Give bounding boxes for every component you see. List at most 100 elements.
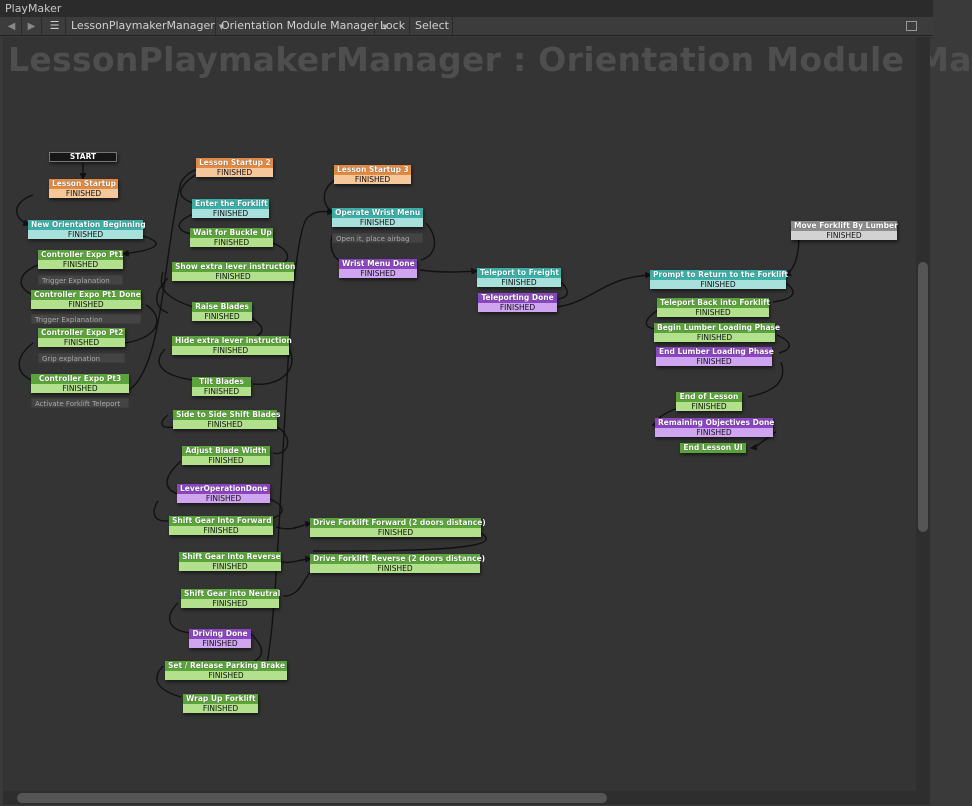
state-event[interactable]: FINISHED <box>196 168 273 177</box>
state-node[interactable]: Drive Forklift Reverse (2 doors distance… <box>310 554 485 573</box>
state-event[interactable]: FINISHED <box>31 384 129 393</box>
state-node[interactable]: Move Forklift By Lumber FINISHED <box>791 221 898 240</box>
state-name: Lesson Startup 2 <box>196 158 273 168</box>
state-name: Wait for Buckle Up <box>190 228 273 238</box>
state-node[interactable]: End Lesson UI <box>680 443 746 453</box>
state-node[interactable]: Wait for Buckle Up FINISHED <box>190 228 273 247</box>
menu-button[interactable]: ☰ <box>44 17 66 35</box>
state-node[interactable]: Show extra lever instruction FINISHED <box>172 262 295 281</box>
state-node[interactable]: Drive Forklift Forward (2 doors distance… <box>310 518 486 537</box>
horizontal-scroll-thumb[interactable] <box>17 793 607 803</box>
hamburger-icon: ☰ <box>49 19 60 32</box>
state-event[interactable]: FINISHED <box>172 272 294 281</box>
fsm-dropdown[interactable]: Orientation Module Manager▼ <box>216 17 388 35</box>
horizontal-scrollbar[interactable] <box>3 791 916 805</box>
state-event[interactable]: FINISHED <box>38 260 123 269</box>
panel-settings-button[interactable] <box>900 17 922 35</box>
state-node[interactable]: Shift Gear Into Forward FINISHED <box>169 516 273 535</box>
state-node[interactable]: Teleport to Freight FINISHED <box>477 268 561 287</box>
state-event[interactable]: FINISHED <box>339 269 417 278</box>
state-name: Controller Expo Pt1 <box>38 250 123 260</box>
state-event[interactable]: FINISHED <box>28 230 143 239</box>
right-triangle-icon: ▶ <box>27 21 36 32</box>
state-event[interactable]: FINISHED <box>332 218 423 227</box>
fsm-graph-canvas[interactable]: LessonPlaymakerManager : Orientation Mod… <box>3 37 972 791</box>
state-event[interactable]: FINISHED <box>173 420 277 429</box>
state-event[interactable]: FINISHED <box>192 387 251 396</box>
window-title: PlayMaker <box>0 0 933 17</box>
state-event[interactable]: FINISHED <box>657 308 769 317</box>
state-node[interactable]: Driving Done FINISHED <box>189 629 251 648</box>
state-event[interactable]: FINISHED <box>182 456 270 465</box>
scroll-corner <box>916 791 930 805</box>
state-node[interactable]: New Orientation Beginning FINISHED <box>28 220 146 239</box>
state-node[interactable]: Wrap Up Forklift FINISHED <box>183 694 258 713</box>
state-node[interactable]: Lesson Startup 3 FINISHED <box>334 165 411 184</box>
state-name: Teleport Back into Forklift <box>657 298 770 308</box>
state-node[interactable]: Tilt Blades FINISHED <box>192 377 251 396</box>
state-event[interactable]: FINISHED <box>177 494 270 503</box>
state-event[interactable]: FINISHED <box>192 312 252 321</box>
state-node[interactable]: Operate Wrist Menu FINISHED <box>332 208 423 227</box>
state-node[interactable]: End Lumber Loading Phase FINISHED <box>656 347 774 366</box>
state-event[interactable]: FINISHED <box>655 428 773 437</box>
state-event[interactable]: FINISHED <box>49 189 118 198</box>
state-event[interactable]: FINISHED <box>189 639 251 648</box>
state-event[interactable]: FINISHED <box>656 357 772 366</box>
state-event[interactable]: FINISHED <box>791 231 897 240</box>
state-name: Teleporting Done <box>478 293 557 303</box>
state-node[interactable]: Wrist Menu Done FINISHED <box>339 259 417 278</box>
state-node[interactable]: Shift Gear into Reverse FINISHED <box>179 552 281 571</box>
state-node[interactable]: Set / Release Parking Brake FINISHED <box>165 661 287 680</box>
state-comment: Trigger Explanation <box>38 275 123 285</box>
state-node[interactable]: Lesson Startup 2 FINISHED <box>196 158 273 177</box>
state-event[interactable]: FINISHED <box>169 526 273 535</box>
state-node[interactable]: End of Lesson FINISHED <box>676 392 742 411</box>
state-node[interactable]: Remaining Objectives Done FINISHED <box>655 418 774 437</box>
forward-button[interactable]: ▶ <box>22 17 42 35</box>
state-event[interactable]: FINISHED <box>190 238 273 247</box>
state-node[interactable]: Hide extra lever instruction FINISHED <box>172 336 292 355</box>
state-node[interactable]: Teleport Back into Forklift FINISHED <box>657 298 770 317</box>
state-node[interactable]: Controller Expo Pt2 FINISHED <box>38 328 125 347</box>
vertical-scroll-thumb[interactable] <box>918 262 928 532</box>
state-node[interactable]: LeverOperationDone FINISHED <box>177 484 270 503</box>
back-button[interactable]: ◀ <box>2 17 22 35</box>
select-button[interactable]: Select <box>410 17 453 35</box>
gameobject-dropdown[interactable]: LessonPlaymakerManager▼ <box>66 17 224 35</box>
state-node[interactable]: Side to Side Shift Blades FINISHED <box>173 410 280 429</box>
state-name: Driving Done <box>189 629 251 639</box>
state-event[interactable]: FINISHED <box>183 704 258 713</box>
state-event[interactable]: FINISHED <box>179 562 281 571</box>
state-event[interactable]: FINISHED <box>192 209 269 218</box>
state-node[interactable]: Prompt to Return to the Forklift FINISHE… <box>650 270 788 289</box>
dropdown-arrow-icon: ▼ <box>218 23 225 31</box>
state-node[interactable]: Controller Expo Pt1 FINISHED <box>38 250 123 269</box>
state-event[interactable]: FINISHED <box>478 303 557 312</box>
start-node[interactable]: START <box>49 152 117 162</box>
state-node[interactable]: Teleporting Done FINISHED <box>478 293 557 312</box>
state-node[interactable]: Lesson Startup FINISHED <box>49 179 118 198</box>
state-event[interactable]: FINISHED <box>181 599 279 608</box>
vertical-scrollbar[interactable] <box>916 37 930 791</box>
state-event[interactable]: FINISHED <box>654 333 775 342</box>
state-event[interactable]: FINISHED <box>310 528 481 537</box>
state-event[interactable]: FINISHED <box>477 278 561 287</box>
state-node[interactable]: Enter the Forklift FINISHED <box>192 199 269 218</box>
state-node[interactable]: Begin Lumber Loading Phase FINISHED <box>654 323 780 342</box>
lock-button[interactable]: Lock <box>375 17 410 35</box>
state-node[interactable]: Controller Expo Pt3 FINISHED <box>31 374 129 393</box>
state-node[interactable]: Shift Gear into Neutral FINISHED <box>181 589 280 608</box>
start-label: START <box>49 152 117 162</box>
state-event[interactable]: FINISHED <box>165 671 287 680</box>
state-node[interactable]: Controller Expo Pt1 Done FINISHED <box>31 290 141 309</box>
state-event[interactable]: FINISHED <box>172 346 289 355</box>
state-event[interactable]: FINISHED <box>650 280 786 289</box>
state-event[interactable]: FINISHED <box>31 300 141 309</box>
state-event[interactable]: FINISHED <box>676 402 742 411</box>
state-event[interactable]: FINISHED <box>38 338 125 347</box>
state-node[interactable]: Raise Blades FINISHED <box>192 302 252 321</box>
state-event[interactable]: FINISHED <box>334 175 411 184</box>
state-event[interactable]: FINISHED <box>310 564 480 573</box>
state-node[interactable]: Adjust Blade Width FINISHED <box>182 446 270 465</box>
